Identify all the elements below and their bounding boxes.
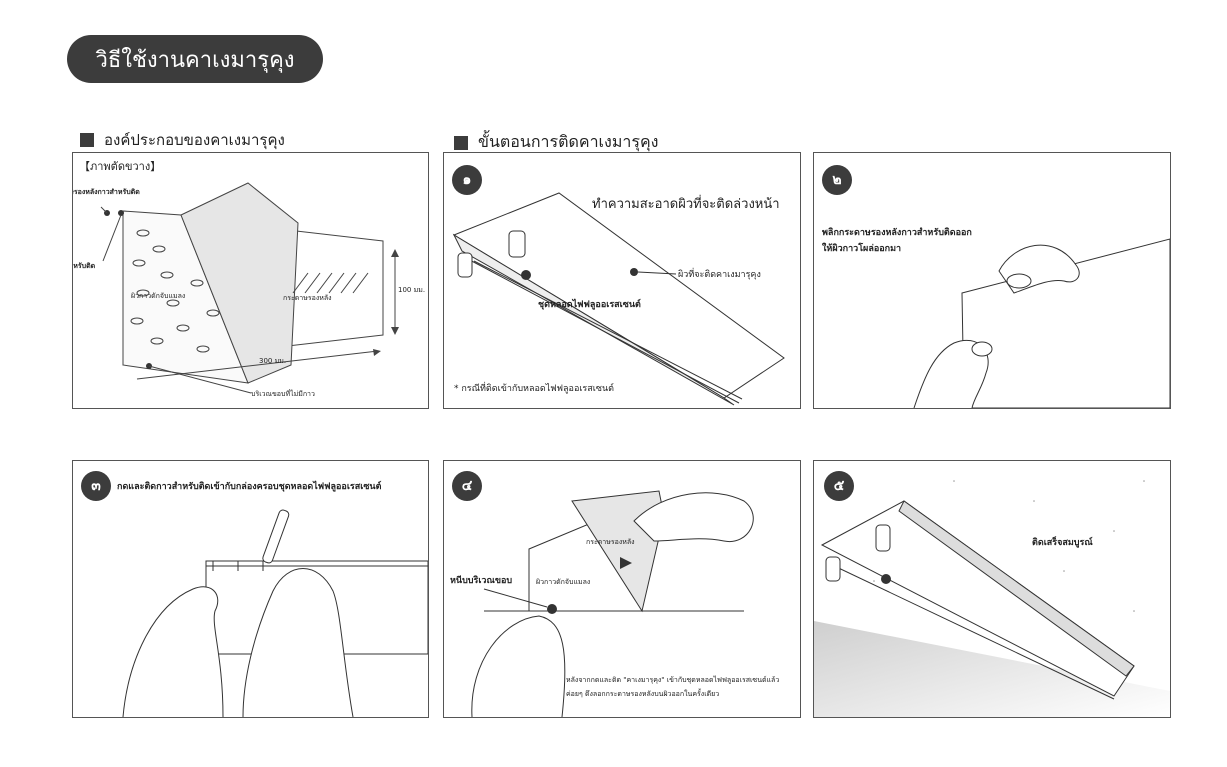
step-badge: ๒ xyxy=(822,165,852,195)
step-1-fixture-label: ชุดหลอดไฟฟลูออเรสเซนต์ xyxy=(538,297,641,311)
dim-height: 100 มม. xyxy=(398,285,425,296)
step-3-panel: ๓ กดและติดกาวสำหรับติดเข้ากับกล่องครอบชุ… xyxy=(72,460,429,718)
step-2-caption-line-1: พลิกกระดาษรองหลังกาวสำหรับติดออก xyxy=(822,225,972,239)
peel-backing-illustration xyxy=(814,153,1170,408)
label-backing-glue: กระดาษรองหลังกาวสำหรับติด xyxy=(72,187,140,198)
step-4-panel: ๔ หนีบบริเวณขอบ กระดาษรองหลัง ผิวกาวดักจ… xyxy=(443,460,801,718)
dim-width: 300 มม. xyxy=(259,356,286,367)
step-badge: ๔ xyxy=(452,471,482,501)
section-components-label: องค์ประกอบของคาเงมารุคุง xyxy=(104,128,285,152)
step-2-panel: ๒ พลิกกระดาษรองหลังกาวสำหรับติดออก ให้ผิ… xyxy=(813,152,1171,409)
step-1-panel: ๑ ทำความสะอาดผิวที่จะติดล่วงหน้า ผิวที่จ… xyxy=(443,152,801,409)
step-4-caption-line-2: ค่อยๆ ดึงลอกกระดาษรองหลังบนผิวออกในครั้ง… xyxy=(566,689,719,700)
section-components-heading: องค์ประกอบของคาเงมารุคุง xyxy=(80,128,285,152)
square-bullet-icon xyxy=(80,133,94,147)
step-1-caption: ทำความสะอาดผิวที่จะติดล่วงหน้า xyxy=(592,193,780,214)
step-2-caption-line-2: ให้ผิวกาวโผล่ออกมา xyxy=(822,241,901,255)
step-3-caption: กดและติดกาวสำหรับติดเข้ากับกล่องครอบชุดห… xyxy=(117,479,381,493)
step-1-note: * กรณีที่ติดเข้ากับหลอดไฟฟลูออเรสเซนต์ xyxy=(454,381,614,395)
step-5-panel: ๕ ติดเสร็จสมบูรณ์ xyxy=(813,460,1171,718)
step-badge: ๓ xyxy=(81,471,111,501)
label-glue: กาวสำหรับติด xyxy=(72,261,95,272)
completed-fixture-illustration xyxy=(814,461,1170,717)
step-4-caption-line-1: หลังจากกดและติด "คาเงมารุคุง" เข้ากับชุด… xyxy=(566,675,779,686)
square-bullet-icon xyxy=(454,136,468,150)
step-1-surface-label: ผิวที่จะติดคาเงมารุคุง xyxy=(678,267,761,281)
step-5-caption: ติดเสร็จสมบูรณ์ xyxy=(1032,535,1093,549)
step-4-glue-label: ผิวกาวดักจับแมลง xyxy=(536,577,590,588)
label-backing: กระดาษรองหลัง xyxy=(283,293,332,304)
step-badge: ๑ xyxy=(452,165,482,195)
label-no-glue: บริเวณขอบที่ไม่มีกาว xyxy=(251,389,315,400)
step-4-backing-label: กระดาษรองหลัง xyxy=(586,537,635,548)
label-anti-insect: ผิวกาวดักจับแมลง xyxy=(131,291,185,302)
step-4-pinch-label: หนีบบริเวณขอบ xyxy=(450,573,512,587)
step-badge: ๕ xyxy=(824,471,854,501)
page-title: วิธีใช้งานคาเงมารุคุง xyxy=(67,35,323,83)
cross-section-panel: 【ภาพตัดขวาง】 กระดาษรองหลังกาวสำหรับติด ก… xyxy=(72,152,429,409)
cross-section-heading: 【ภาพตัดขวาง】 xyxy=(79,157,161,175)
press-attach-illustration xyxy=(73,461,428,717)
